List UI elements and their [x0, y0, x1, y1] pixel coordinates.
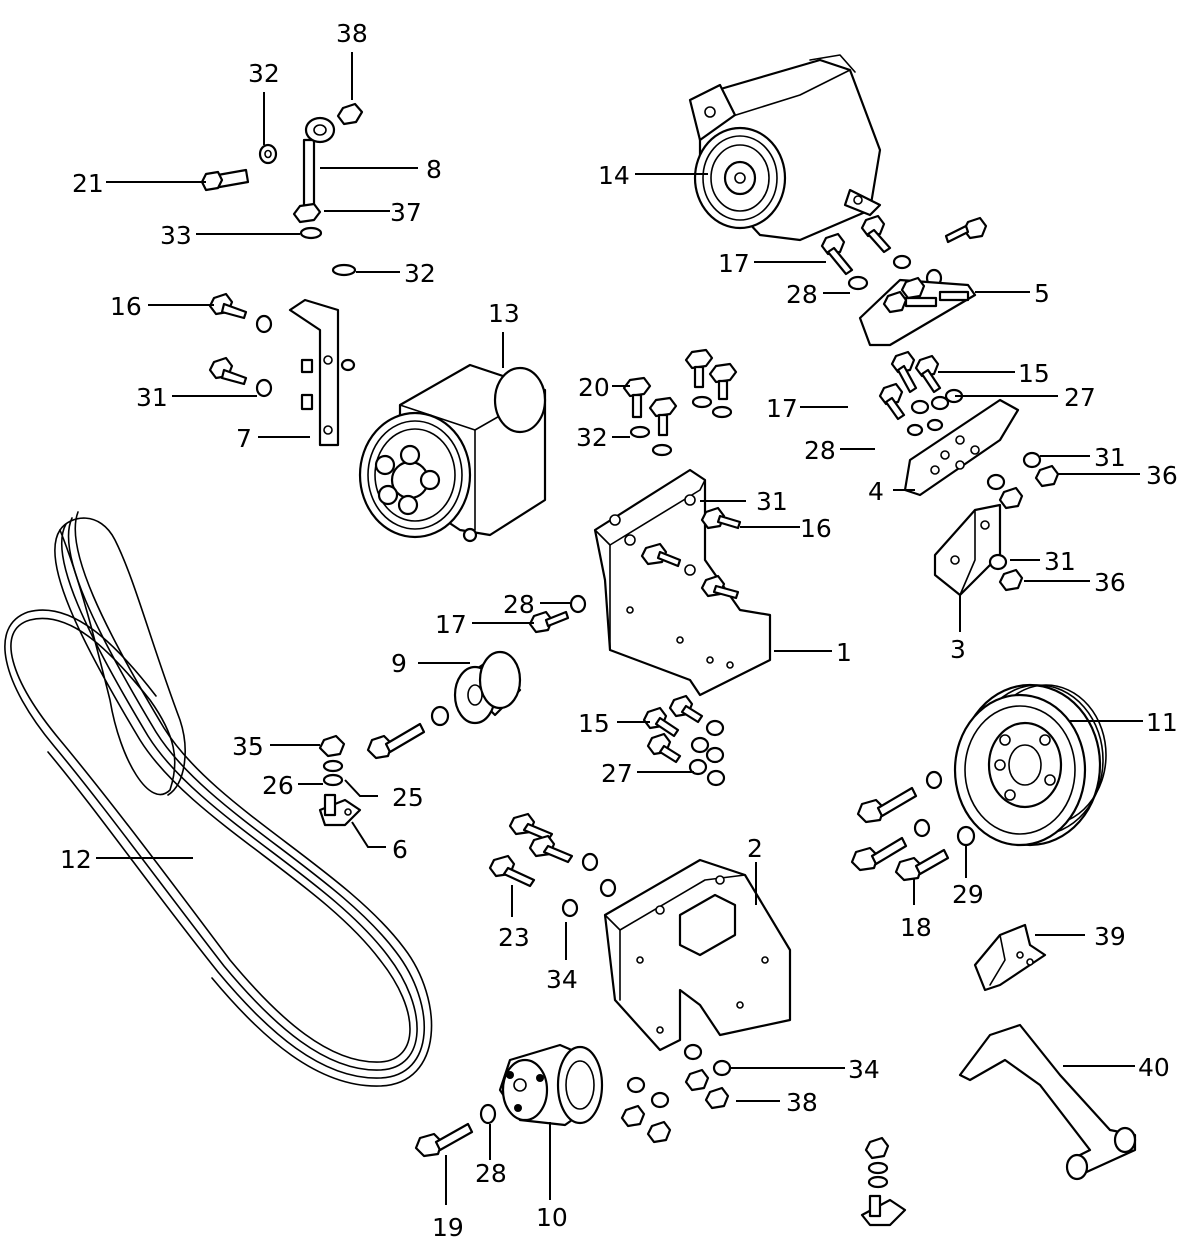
- callout-12: 12: [60, 845, 92, 874]
- stud-assembly: [318, 734, 362, 827]
- callout-38b: 38: [786, 1088, 818, 1117]
- callout-27b: 27: [601, 759, 633, 788]
- callout-14: 14: [598, 161, 630, 190]
- callout-17a: 17: [718, 249, 750, 278]
- idler-roller: [366, 650, 522, 760]
- callout-31d: 31: [1044, 547, 1076, 576]
- alternator-bracket: [820, 214, 988, 347]
- callout-39: 39: [1094, 922, 1126, 951]
- callout-10: 10: [536, 1203, 568, 1232]
- callout-31c: 31: [1094, 443, 1126, 472]
- alternator: [688, 54, 882, 242]
- tensioner: [414, 1043, 604, 1158]
- callout-25: 25: [392, 783, 424, 812]
- callout-4: 4: [868, 477, 884, 506]
- callout-31b: 31: [756, 487, 788, 516]
- leader-lines: [96, 52, 1143, 1205]
- arm: [958, 1023, 1137, 1181]
- angle-bracket: [208, 292, 356, 447]
- callout-15b: 15: [578, 709, 610, 738]
- callout-36b: 36: [1094, 568, 1126, 597]
- callout-17c: 17: [435, 610, 467, 639]
- callout-34b: 34: [848, 1055, 880, 1084]
- nut-cluster: [620, 1043, 732, 1144]
- callout-11: 11: [1146, 708, 1178, 737]
- center-bolts: [622, 348, 738, 457]
- callout-40: 40: [1138, 1053, 1170, 1082]
- callout-16b: 16: [800, 514, 832, 543]
- belt: [4, 511, 433, 1087]
- callout-21: 21: [72, 169, 104, 198]
- callout-32c: 32: [576, 423, 608, 452]
- callout-9: 9: [391, 649, 407, 678]
- callout-31a: 31: [136, 383, 168, 412]
- callout-13: 13: [488, 299, 520, 328]
- callout-29: 29: [952, 880, 984, 909]
- callout-32b: 32: [404, 259, 436, 288]
- callout-6: 6: [392, 835, 408, 864]
- callout-37: 37: [390, 198, 422, 227]
- callout-labels: 1 2 3 4 5 6 7 8 9 10 11 12 13 14 15 15 1…: [60, 19, 1178, 1242]
- callout-34a: 34: [546, 965, 578, 994]
- lower-bracket: [488, 812, 792, 1052]
- callout-3: 3: [950, 635, 966, 664]
- clip: [973, 923, 1047, 992]
- callout-5: 5: [1034, 279, 1050, 308]
- callout-16a: 16: [110, 292, 142, 321]
- callout-17b: 17: [766, 394, 798, 423]
- adjusting-rod-assembly: [200, 102, 364, 277]
- callout-2: 2: [747, 834, 763, 863]
- bottom-stud: [860, 1136, 907, 1227]
- pulley-bolts: [850, 770, 976, 882]
- callout-20: 20: [578, 373, 610, 402]
- callout-1: 1: [836, 638, 852, 667]
- callout-23: 23: [498, 923, 530, 952]
- callout-32a: 32: [248, 59, 280, 88]
- callout-7: 7: [236, 424, 252, 453]
- callout-18: 18: [900, 913, 932, 942]
- callout-33: 33: [160, 221, 192, 250]
- crank-pulley: [953, 683, 1107, 847]
- callout-38a: 38: [336, 19, 368, 48]
- callout-28c: 28: [503, 590, 535, 619]
- callout-19: 19: [432, 1213, 464, 1242]
- right-angle-bracket: [933, 451, 1060, 597]
- callout-8: 8: [426, 155, 442, 184]
- callout-28a: 28: [786, 280, 818, 309]
- right-mounting-plate: [878, 350, 1020, 497]
- compressor: [358, 363, 547, 543]
- callout-28b: 28: [804, 436, 836, 465]
- main-bracket: [528, 468, 772, 697]
- callout-35: 35: [232, 732, 264, 761]
- callout-27a: 27: [1064, 383, 1096, 412]
- callout-36a: 36: [1146, 461, 1178, 490]
- callout-15a: 15: [1018, 359, 1050, 388]
- callout-26: 26: [262, 771, 294, 800]
- callout-28d: 28: [475, 1159, 507, 1188]
